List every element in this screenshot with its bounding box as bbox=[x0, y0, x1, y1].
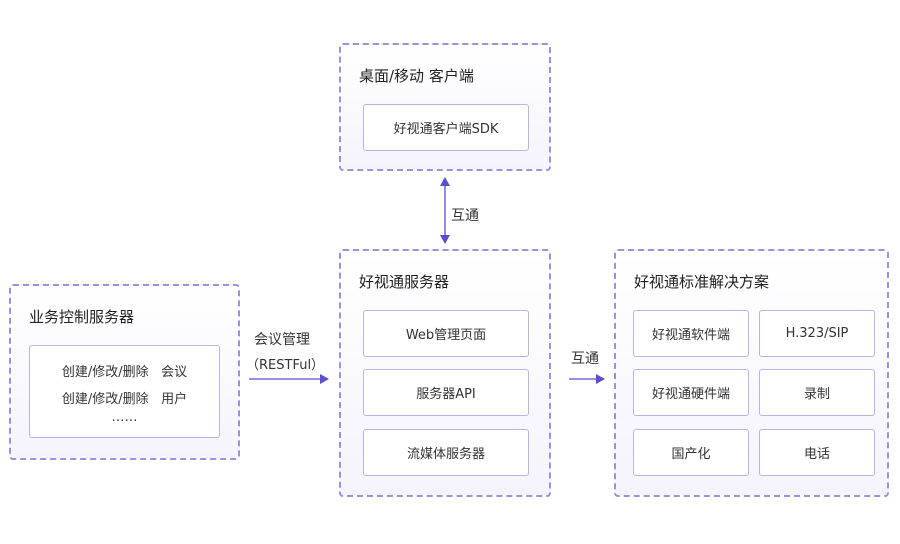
meeting-crud-line: 创建/修改/删除 会议 bbox=[61, 365, 188, 380]
server-api-box: 服务器API bbox=[363, 369, 529, 416]
hardware-client-box: 好视通硬件端 bbox=[633, 369, 749, 416]
right-arrowhead-icon bbox=[596, 374, 605, 384]
telephone-box: 电话 bbox=[759, 429, 875, 476]
recording-box: 录制 bbox=[759, 369, 875, 416]
media-server-box: 流媒体服务器 bbox=[363, 429, 529, 476]
business-server-label-2: （RESTFul） bbox=[246, 358, 325, 373]
sdk-box: 好视通客户端SDK bbox=[363, 104, 529, 151]
ellipsis-line: …… bbox=[111, 410, 138, 425]
server-solution-label: 互通 bbox=[571, 351, 599, 367]
down-arrowhead-icon bbox=[440, 235, 450, 244]
user-crud-line: 创建/修改/删除 用户 bbox=[61, 392, 188, 407]
right-arrowhead-icon bbox=[320, 374, 329, 384]
business-server-label-1: 会议管理 bbox=[254, 332, 310, 348]
up-arrowhead-icon bbox=[440, 177, 450, 186]
localization-box: 国产化 bbox=[633, 429, 749, 476]
client-group: 桌面/移动 客户端 好视通客户端SDK bbox=[339, 43, 551, 171]
solution-group-title: 好视通标准解决方案 bbox=[634, 273, 770, 291]
business-functions-box: 创建/修改/删除 会议 创建/修改/删除 用户 …… bbox=[29, 345, 220, 438]
server-group: 好视通服务器 Web管理页面 服务器API 流媒体服务器 bbox=[339, 249, 551, 497]
business-group-title: 业务控制服务器 bbox=[29, 308, 135, 326]
h323-sip-box: H.323/SIP bbox=[759, 310, 875, 357]
web-admin-box: Web管理页面 bbox=[363, 310, 529, 357]
client-server-label: 互通 bbox=[451, 208, 479, 224]
server-group-title: 好视通服务器 bbox=[359, 273, 450, 291]
software-client-box: 好视通软件端 bbox=[633, 310, 749, 357]
business-group: 业务控制服务器 创建/修改/删除 会议 创建/修改/删除 用户 …… bbox=[9, 284, 240, 460]
solution-group: 好视通标准解决方案 好视通软件端 H.323/SIP 好视通硬件端 录制 国产化… bbox=[614, 249, 889, 497]
client-group-title: 桌面/移动 客户端 bbox=[359, 67, 474, 85]
